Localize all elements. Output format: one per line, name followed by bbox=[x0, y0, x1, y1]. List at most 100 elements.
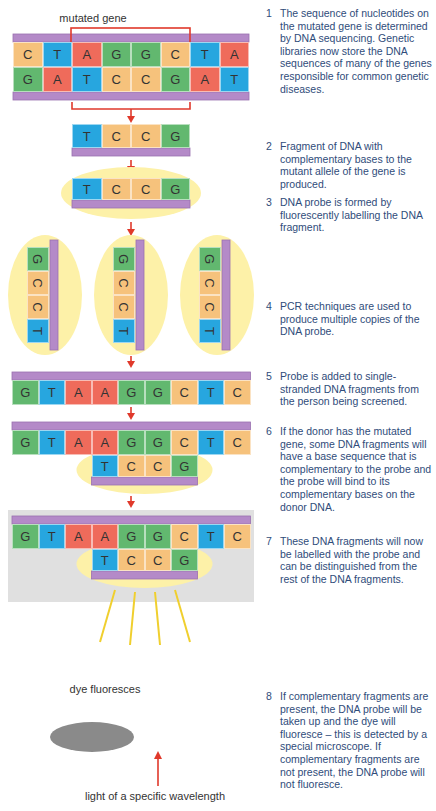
fluorescing-sample bbox=[50, 722, 134, 752]
base-letter: C bbox=[131, 124, 161, 148]
base-letter: G bbox=[27, 247, 49, 271]
fluorescent-label bbox=[94, 235, 168, 355]
step-text: Fragment of DNA with complementary bases… bbox=[280, 140, 434, 190]
base-letter: A bbox=[65, 430, 92, 455]
base-letter: C bbox=[102, 67, 132, 92]
dna-backbone bbox=[92, 477, 198, 485]
base-letter: A bbox=[92, 430, 119, 455]
light-ray bbox=[155, 592, 160, 645]
arrow-head bbox=[127, 116, 135, 123]
arrow-head bbox=[154, 751, 162, 759]
base-letter: G bbox=[13, 67, 43, 92]
dna-backbone bbox=[12, 516, 251, 524]
base-letter: A bbox=[65, 380, 92, 405]
arrow bbox=[130, 222, 132, 230]
base-letter: T bbox=[72, 178, 102, 200]
step-number: 4 bbox=[266, 300, 280, 313]
base-letter: G bbox=[145, 380, 172, 405]
base-letter: C bbox=[161, 42, 191, 67]
base-letter: C bbox=[224, 430, 251, 455]
base-letter: G bbox=[161, 178, 191, 200]
base-letter: T bbox=[92, 549, 119, 571]
step-text: If the donor has the mutated gene, some … bbox=[280, 425, 434, 513]
arrow bbox=[130, 160, 132, 167]
base-letter: C bbox=[171, 430, 198, 455]
step-number: 5 bbox=[266, 370, 280, 383]
light-ray bbox=[100, 590, 115, 642]
base-letter: G bbox=[118, 430, 145, 455]
base-letter: C bbox=[27, 295, 49, 319]
step-text: These DNA fragments will now be labelled… bbox=[280, 535, 434, 585]
base-letter: T bbox=[198, 524, 225, 549]
base-letter: G bbox=[199, 247, 221, 271]
step-number: 1 bbox=[266, 7, 280, 20]
base-letter: T bbox=[199, 319, 221, 343]
base-letter: T bbox=[92, 455, 119, 477]
base-letter: C bbox=[131, 178, 161, 200]
step-text: If complementary fragments are present, … bbox=[280, 690, 434, 791]
step-text: DNA probe is formed by fluorescently lab… bbox=[280, 196, 434, 234]
mutation-box bbox=[71, 28, 190, 70]
step-number: 2 bbox=[266, 140, 280, 153]
fluorescent-label bbox=[61, 167, 201, 219]
arrow bbox=[130, 407, 132, 414]
base-letter: A bbox=[92, 380, 119, 405]
dna-backbone bbox=[92, 571, 198, 579]
base-letter: C bbox=[145, 549, 172, 571]
base-letter: C bbox=[118, 455, 145, 477]
base-letter: T bbox=[72, 67, 102, 92]
base-letter: A bbox=[190, 67, 220, 92]
step-text: PCR techniques are used to produce multi… bbox=[280, 300, 434, 338]
base-letter: G bbox=[145, 430, 172, 455]
base-letter: C bbox=[113, 295, 135, 319]
arrow-head bbox=[127, 413, 135, 420]
base-letter: C bbox=[102, 124, 132, 148]
background-panel bbox=[8, 510, 254, 602]
step-number: 6 bbox=[266, 425, 280, 438]
base-letter: T bbox=[113, 319, 135, 343]
dna-backbone bbox=[12, 422, 251, 430]
base-letter: C bbox=[199, 271, 221, 295]
step-text: The sequence of nucleotides on the mutat… bbox=[280, 7, 434, 95]
light-ray bbox=[175, 590, 190, 642]
arrow-head bbox=[127, 501, 135, 508]
base-letter: G bbox=[161, 124, 191, 148]
base-letter: C bbox=[145, 455, 172, 477]
base-letter: G bbox=[113, 247, 135, 271]
base-letter: A bbox=[92, 524, 119, 549]
base-letter: G bbox=[145, 524, 172, 549]
arrow bbox=[130, 109, 132, 117]
base-letter: C bbox=[27, 271, 49, 295]
base-letter: T bbox=[39, 380, 66, 405]
base-letter: T bbox=[220, 67, 250, 92]
base-letter: C bbox=[171, 524, 198, 549]
fluorescent-label bbox=[8, 235, 82, 355]
base-letter: T bbox=[190, 42, 220, 67]
light-ray bbox=[130, 592, 135, 645]
callout-label: dye fluoresces bbox=[45, 683, 165, 696]
base-letter: C bbox=[13, 42, 43, 67]
step-number: 8 bbox=[266, 690, 280, 703]
base-letter: C bbox=[224, 524, 251, 549]
arrow-head bbox=[127, 229, 135, 236]
base-letter: G bbox=[12, 380, 39, 405]
base-letter: T bbox=[72, 124, 102, 148]
dna-backbone bbox=[12, 372, 251, 380]
arrow-head bbox=[127, 361, 135, 368]
base-letter: G bbox=[171, 455, 198, 477]
dna-backbone bbox=[13, 92, 249, 100]
base-letter: A bbox=[220, 42, 250, 67]
base-letter: G bbox=[12, 524, 39, 549]
base-letter: T bbox=[39, 524, 66, 549]
dna-backbone bbox=[13, 34, 249, 42]
step-number: 3 bbox=[266, 196, 280, 209]
bracket bbox=[72, 102, 190, 109]
base-letter: G bbox=[118, 524, 145, 549]
base-letter: A bbox=[72, 42, 102, 67]
base-letter: G bbox=[118, 380, 145, 405]
step-text: Probe is added to single-stranded DNA fr… bbox=[280, 370, 434, 408]
dna-backbone bbox=[222, 240, 230, 350]
base-letter: C bbox=[113, 271, 135, 295]
base-letter: A bbox=[65, 524, 92, 549]
